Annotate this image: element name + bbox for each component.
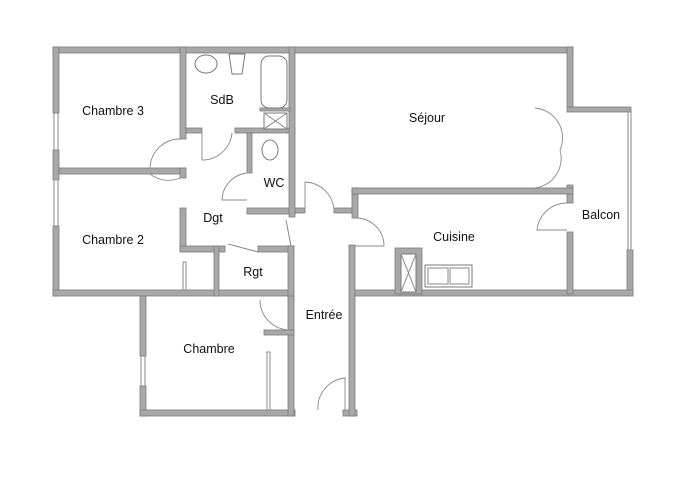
room-label-cuisine: Cuisine (433, 230, 475, 244)
fixtures (182, 53, 473, 411)
room-label-entree: Entrée (305, 308, 343, 322)
room-label-chambre-3: Chambre 3 (82, 104, 144, 118)
room-label-sejour: Séjour (408, 111, 446, 125)
room-label-chambre-2: Chambre 2 (82, 233, 144, 247)
interior-walls (58, 46, 574, 417)
room-label-balcon: Balcon (581, 208, 621, 222)
room-label-chambre: Chambre (183, 342, 235, 356)
doors (149, 107, 568, 411)
room-label-dgt: Dgt (203, 211, 223, 225)
sink-icon (194, 54, 218, 74)
room-label-wc: WC (263, 176, 285, 190)
wc-toilet-icon (261, 139, 279, 161)
windows (53, 111, 632, 387)
bathtub-icon (260, 55, 288, 109)
room-label-rgt: Rgt (243, 265, 263, 279)
room-label-sdb: SdB (210, 93, 234, 107)
toilet-icon (228, 53, 246, 75)
exterior-walls (52, 46, 634, 417)
